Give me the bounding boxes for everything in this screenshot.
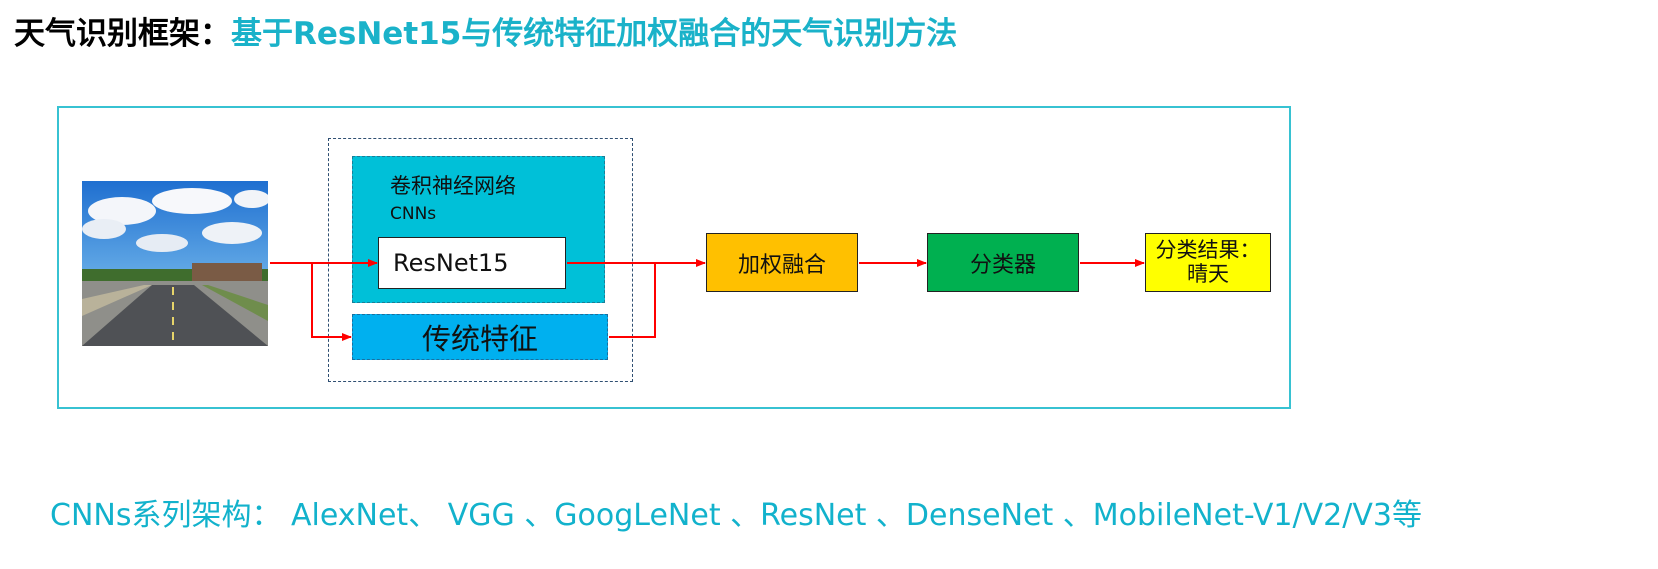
arrow-photo-to-traditional <box>311 263 352 341</box>
traditional-features-node: 传统特征 <box>352 314 608 360</box>
weighted-fusion-node: 加权融合 <box>706 233 858 292</box>
feature-extraction-group <box>328 138 633 382</box>
title-main: 基于ResNet15与传统特征加权融合的天气识别方法 <box>231 16 958 52</box>
result-node: 分类结果： 晴天 <box>1145 233 1271 292</box>
diagram-frame <box>57 106 1291 409</box>
page-title: 天气识别框架：基于ResNet15与传统特征加权融合的天气识别方法 <box>14 8 957 53</box>
result-value: 晴天 <box>1187 261 1229 286</box>
resnet-node: ResNet15 <box>378 237 566 289</box>
road-photo-graphic <box>82 181 268 346</box>
cnn-label: 卷积神经网络 <box>390 174 516 198</box>
cnn-sublabel: CNNs <box>390 204 437 224</box>
cnn-architectures-note: CNNs系列架构： AlexNet、 VGG 、GoogLeNet 、ResNe… <box>50 498 1422 533</box>
result-label: 分类结果： <box>1155 238 1261 263</box>
title-prefix: 天气识别框架： <box>14 16 231 52</box>
input-road-photo <box>82 181 268 346</box>
classifier-node: 分类器 <box>927 233 1079 292</box>
arrow-traditional-to-fusion <box>609 263 656 338</box>
